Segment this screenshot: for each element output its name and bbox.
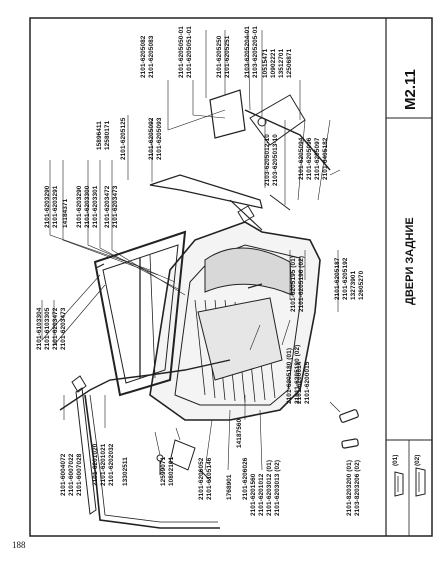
- callout-label: 2101-6405182: [322, 137, 329, 180]
- callout-label: 12605270: [358, 270, 365, 300]
- callout-label: 13302511: [122, 457, 129, 486]
- callout-label: 2101-6206052: [198, 457, 205, 500]
- callout-label: 2101-6004072: [60, 453, 67, 496]
- callout-label: 14184371: [62, 198, 69, 228]
- glass-run-channel: [75, 387, 97, 515]
- callout-label: 2103-6205012-10: [264, 134, 271, 186]
- callout-label: 12599071: [160, 456, 167, 486]
- callout-label: 2101-6205096: [306, 137, 313, 180]
- callout-label: 2103-6205204-01: [244, 26, 251, 78]
- window-regulator: [149, 89, 331, 231]
- window-frame: [93, 230, 187, 397]
- door-seal: [59, 359, 231, 529]
- callout-label: 14187560: [236, 418, 243, 448]
- callout-label: 2101-6205192: [342, 257, 349, 300]
- callout-label: 2101-6203473: [112, 185, 119, 228]
- callout-label: 2101-6201021: [100, 443, 107, 486]
- callout-label: 2101-6205125: [120, 117, 127, 160]
- callout-label: 2101-6203301: [92, 185, 99, 228]
- callout-label: 2101-6205083: [148, 35, 155, 78]
- callout-label: 2101-6205180 (01): [286, 347, 293, 404]
- callout-label: 2101-6203290: [44, 185, 51, 228]
- legend-mark-01: (01): [392, 454, 399, 466]
- callout-label: 2101-6203473: [60, 307, 67, 350]
- callout-label: 2101-6205094: [298, 137, 305, 180]
- callout-label: 2101-6205196 (02): [298, 255, 305, 312]
- callout-label: 2101-6205093: [156, 117, 163, 160]
- callout-label: 2101-6205195 (01): [290, 255, 297, 312]
- callout-label: 2101-6201020: [92, 443, 99, 486]
- callout-label: 10902221: [270, 48, 277, 78]
- door-shell: [149, 221, 321, 421]
- callout-label: 15896411: [96, 121, 103, 150]
- callout-label: 10515471: [262, 48, 269, 78]
- callout-label: 2101-6205251: [224, 35, 231, 78]
- callout-label: 2101-6007028: [76, 453, 83, 496]
- sheet-title: ДВЕРИ ЗАДНИЕ: [404, 217, 416, 305]
- callout-label: 2101-6201012: [258, 473, 265, 516]
- callout-label: 12580171: [104, 120, 111, 150]
- callout-label: 2101-6205097: [314, 137, 321, 180]
- callout-label: 2101-6103304: [36, 307, 43, 350]
- callout-label: 2101-6200014: [296, 361, 303, 404]
- sheet-code: M2.11: [402, 69, 419, 110]
- page-number: 188: [12, 540, 26, 550]
- callout-label: 2101-6007022: [68, 453, 75, 496]
- callout-label: 13512701: [278, 48, 285, 78]
- callout-label: 2103-8203206 (02): [354, 459, 361, 516]
- callout-label: 1768901: [226, 474, 233, 500]
- callout-label: 2101-6105146: [206, 457, 213, 500]
- callout-label: 2101-6205082: [140, 35, 147, 78]
- callout-label: 2101-6203472: [104, 185, 111, 228]
- callout-label: 2101-6202032: [108, 443, 115, 486]
- small-bracket: [71, 205, 263, 393]
- callout-label: 2101-6200015: [304, 361, 311, 404]
- callout-label: 2101-6205187: [334, 257, 341, 300]
- legend-mark-02: (02): [414, 454, 421, 466]
- callout-label: 2103-6205013-10: [272, 134, 279, 186]
- callout-label: 2101-6203013 (02): [274, 459, 281, 516]
- callout-label: 2101-6103305: [44, 307, 51, 350]
- callout-label: 2101-6206026: [242, 457, 249, 500]
- callout-label: 2101-6205250: [216, 35, 223, 78]
- callout-label: 2103-6205205-01: [252, 26, 259, 78]
- callout-label: 2101-6203012 (01): [266, 459, 273, 516]
- callout-label: 2101-6205092: [148, 117, 155, 160]
- callout-label: 2101-6205050-01: [178, 26, 185, 78]
- callout-label: 2101-8203200 (01): [346, 459, 353, 516]
- callout-label: 2101-6203472: [52, 307, 59, 350]
- callout-label: 2101-6203290: [76, 185, 83, 228]
- callout-label: 13273901: [350, 270, 357, 300]
- door-handle: [339, 409, 359, 449]
- callout-label: 10802101: [168, 456, 175, 486]
- callout-label: 2101-6201560: [250, 473, 257, 516]
- callout-label: 12506871: [286, 48, 293, 78]
- sedan-pictogram-icon: [394, 471, 404, 497]
- callout-label: 2101-6205051-01: [186, 26, 193, 78]
- callout-label: 2101-6203291: [52, 185, 59, 228]
- callout-label: 2101-6203300: [84, 185, 91, 228]
- frame-border: [29, 17, 433, 537]
- wagon-pictogram-icon: [415, 467, 426, 497]
- leader-lines: [41, 29, 341, 471]
